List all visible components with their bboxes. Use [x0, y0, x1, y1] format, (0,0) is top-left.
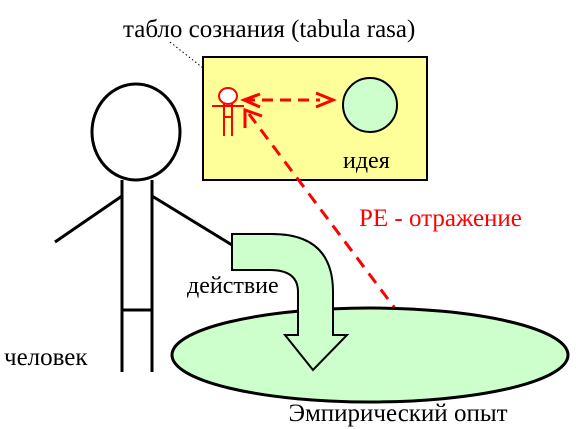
reflection-label: РЕ - отражение: [359, 205, 522, 232]
consciousness-board-label: табло сознания (tabula rasa): [123, 16, 415, 43]
empirical-experience-area: [172, 308, 568, 402]
idea-label: идея: [343, 148, 390, 174]
action-label: действие: [187, 273, 279, 299]
human-arm-left: [55, 196, 122, 242]
label-leader-dots: [170, 42, 203, 68]
empirical-experience-label: Эмпирический опыт: [288, 400, 507, 427]
human-head: [92, 84, 180, 180]
human-label: человек: [4, 344, 88, 371]
human-arm-right: [152, 196, 232, 245]
idea-circle: [343, 78, 397, 132]
